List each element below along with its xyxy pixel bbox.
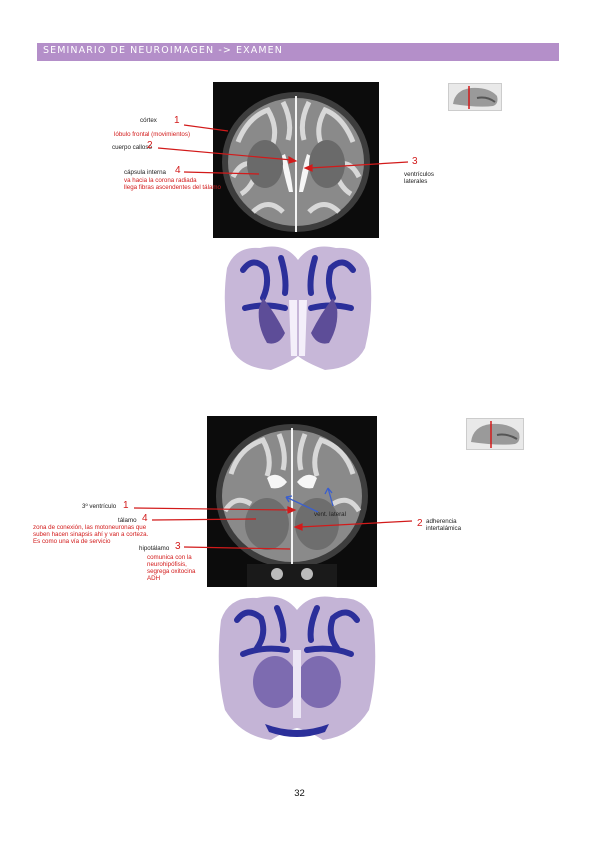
label-third-ventricle: 3º ventrículo — [82, 503, 117, 510]
label-hypo-desc-1: comunica con la — [147, 554, 192, 561]
label-hypo-desc-2: neurohipófisis, — [147, 561, 187, 568]
label-frontal-lobe: lóbulo frontal (movimientos) — [114, 131, 190, 138]
label-thalamus-desc-3: Es como una vía de servicio — [33, 538, 111, 545]
label-ventricles-line1: ventrículos — [404, 171, 434, 178]
label-adhesion-number: 2 — [417, 518, 423, 529]
label-hypothalamus: hipotálamo — [139, 545, 170, 552]
section-header-bar: SEMINARIO DE NEUROIMAGEN -> EXAMEN — [37, 43, 559, 61]
label-capsule-desc-1: va hacia la corona radiada — [124, 177, 197, 184]
histology-section-top — [215, 238, 381, 374]
histology-section-bottom — [213, 590, 381, 745]
label-internal-capsule: cápsula interna — [124, 169, 166, 176]
label-corpus-callosum: cuerpo calloso — [112, 144, 152, 151]
label-ventricles-line2: laterales — [404, 178, 428, 185]
label-ventricles-number: 3 — [412, 156, 418, 167]
label-adhesion-line1: adherencia — [426, 518, 457, 525]
label-thalamus-desc-2: suben hacen sinapsis ahí y van a corteza… — [33, 531, 149, 538]
label-third-ventricle-number: 1 — [123, 500, 129, 511]
sagittal-thumbnail-bottom — [466, 418, 524, 450]
label-hypo-desc-3: segrega oxitocina — [147, 568, 196, 575]
label-corpus-callosum-number: 2 — [147, 140, 153, 151]
label-internal-capsule-number: 4 — [175, 165, 181, 176]
mri-scan-bottom — [207, 416, 377, 587]
label-hypothalamus-number: 3 — [175, 541, 181, 552]
label-cortex: córtex — [140, 117, 157, 124]
label-cortex-number: 1 — [174, 115, 180, 126]
label-thalamus-number: 4 — [142, 513, 148, 524]
section-header-title: SEMINARIO DE NEUROIMAGEN -> EXAMEN — [43, 45, 283, 56]
label-adhesion-line2: intertalámica — [426, 525, 462, 532]
label-hypo-desc-4: ADH — [147, 575, 161, 582]
label-lateral-ventricle: vent. lateral — [314, 511, 346, 518]
sagittal-thumbnail-top — [448, 83, 502, 111]
label-thalamus: tálamo — [118, 517, 137, 524]
page-number: 32 — [294, 788, 305, 799]
label-thalamus-desc-1: zona de conexión, las motoneuronas que — [33, 524, 147, 531]
mri-scan-top — [213, 82, 379, 238]
label-capsule-desc-2: llega fibras ascendentes del tálamo — [124, 184, 221, 191]
